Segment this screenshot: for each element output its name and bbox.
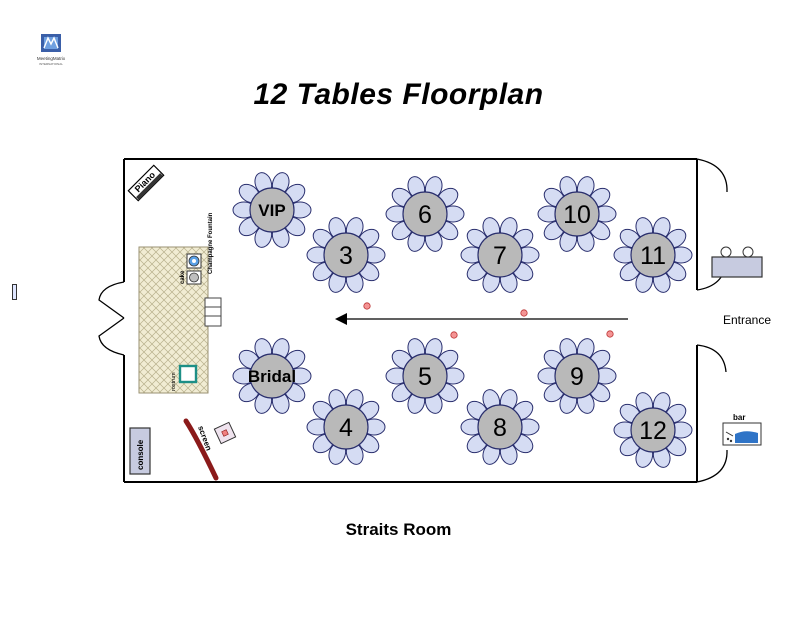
round-table-icon: [477, 232, 523, 278]
console-label: console: [136, 439, 145, 470]
table-10: 10: [537, 176, 617, 252]
round-table-icon: [323, 404, 369, 450]
table-vip: VIP: [232, 172, 312, 248]
table-label: 8: [493, 414, 507, 442]
table-label: Bridal: [248, 367, 296, 386]
light-marker: [363, 302, 371, 310]
stage-steps: [204, 297, 222, 327]
table-label: 5: [418, 363, 432, 391]
rostrum-label: rostrum: [171, 372, 177, 391]
table-label: 11: [640, 242, 666, 270]
round-table-icon: [477, 404, 523, 450]
light-marker: [520, 309, 528, 317]
table-4: 4: [306, 389, 386, 465]
table-label: 10: [563, 201, 591, 229]
piano-icon: Piano: [127, 164, 165, 202]
round-table-icon: [554, 191, 600, 237]
table-label: 4: [339, 414, 353, 442]
round-table-icon: [630, 232, 676, 278]
console-icon: [129, 427, 151, 475]
round-table-icon: [554, 353, 600, 399]
round-table-icon: [249, 353, 295, 399]
champagne-fountain-label: Champagne Fountain: [208, 212, 214, 274]
table-label: 6: [418, 201, 432, 229]
cake-label: cake: [180, 270, 186, 284]
table-label: 12: [639, 417, 667, 445]
stage-area: [138, 246, 209, 394]
table-label: 3: [339, 242, 353, 270]
entrance-table-icon: [711, 246, 763, 278]
stray-marker: [12, 284, 17, 300]
table-label: VIP: [258, 201, 285, 220]
projector-icon: [213, 421, 237, 445]
table-12: 12: [613, 392, 693, 468]
entrance-label: Entrance: [723, 313, 771, 327]
rostrum-icon: [178, 364, 198, 384]
light-markers: [363, 302, 614, 339]
logo-subtext: INTERNATIONAL: [39, 62, 63, 66]
room-name: Straits Room: [345, 520, 452, 539]
round-table-icon: [402, 353, 448, 399]
screen-icon: [183, 418, 219, 481]
table-6: 6: [385, 176, 465, 252]
table-11: 11: [613, 217, 693, 293]
logo-text: MeetingMatrix: [37, 56, 66, 61]
table-3: 3: [306, 217, 386, 293]
table-bridal: Bridal: [232, 338, 312, 414]
round-table-icon: [249, 187, 295, 233]
champagne-fountain-icon: [186, 253, 202, 269]
bar-icon: [722, 422, 762, 446]
round-table-icon: [402, 191, 448, 237]
round-table-icon: [630, 407, 676, 453]
table-5: 5: [385, 338, 465, 414]
bar-label: bar: [733, 413, 745, 422]
table-8: 8: [460, 389, 540, 465]
light-marker: [606, 330, 614, 338]
table-label: 9: [570, 363, 584, 391]
room-walls: [123, 158, 698, 483]
page-title: 12 Tables Floorplan: [253, 78, 544, 111]
meetingmatrix-logo: MeetingMatrix INTERNATIONAL: [30, 32, 74, 68]
light-marker: [450, 331, 458, 339]
cake-icon: [186, 270, 202, 285]
table-9: 9: [537, 338, 617, 414]
table-7: 7: [460, 217, 540, 293]
table-label: 7: [493, 242, 507, 270]
round-table-icon: [323, 232, 369, 278]
aisle-arrow-icon: [335, 313, 628, 325]
